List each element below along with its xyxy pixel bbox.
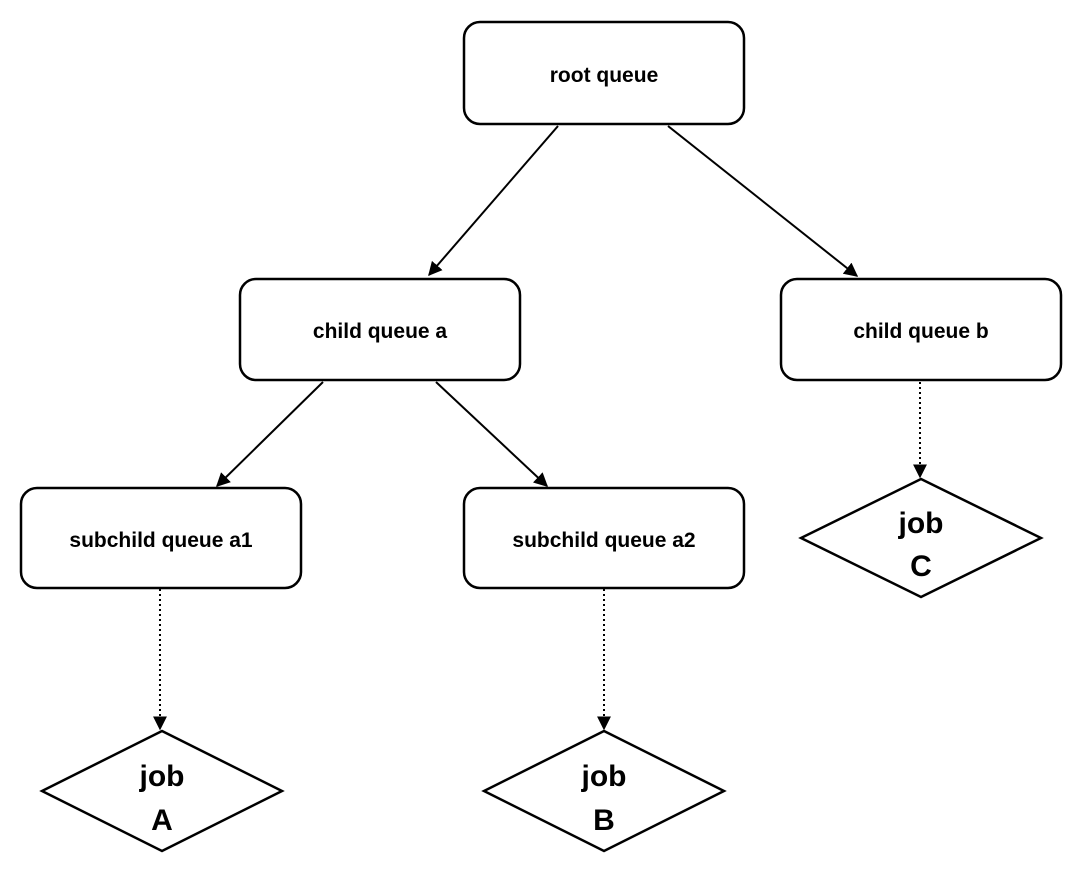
subchild-queue-a2-box	[462, 486, 746, 590]
job-b-diamond	[481, 729, 727, 853]
job-c-label-line1: job	[898, 507, 944, 540]
edge-root-to-child-b	[667, 125, 859, 277]
root-queue-label: root queue	[550, 64, 659, 87]
job-a-diamond	[39, 729, 285, 853]
job-b-label-line2: B	[593, 804, 615, 837]
job-a-label-line2: A	[151, 804, 173, 837]
edge-root-to-child-a	[428, 125, 559, 277]
child-queue-b-box	[779, 277, 1063, 382]
subchild-queue-a1-box	[19, 486, 303, 590]
edge-child-a-to-subchild-a2	[435, 381, 549, 487]
child-queue-a-label: child queue a	[313, 320, 448, 343]
child-queue-b-label: child queue b	[853, 320, 988, 343]
edge-child-a-to-subchild-a1	[216, 381, 324, 487]
subchild-queue-a2-label: subchild queue a2	[512, 529, 695, 552]
job-b-label-line1: job	[581, 760, 627, 793]
job-c-label-line2: C	[910, 550, 932, 583]
node-job-c: job C	[798, 477, 1044, 599]
node-subchild-queue-a2: subchild queue a2	[462, 486, 746, 590]
node-subchild-queue-a1: subchild queue a1	[19, 486, 303, 590]
node-job-b: job B	[481, 729, 727, 853]
job-a-label-line1: job	[139, 760, 185, 793]
job-c-diamond	[798, 477, 1044, 599]
root-queue-box	[462, 20, 746, 126]
node-child-queue-a: child queue a	[238, 277, 522, 382]
node-root-queue: root queue	[462, 20, 746, 126]
child-queue-a-box	[238, 277, 522, 382]
node-child-queue-b: child queue b	[779, 277, 1063, 382]
node-job-a: job A	[39, 729, 285, 853]
subchild-queue-a1-label: subchild queue a1	[69, 529, 253, 552]
